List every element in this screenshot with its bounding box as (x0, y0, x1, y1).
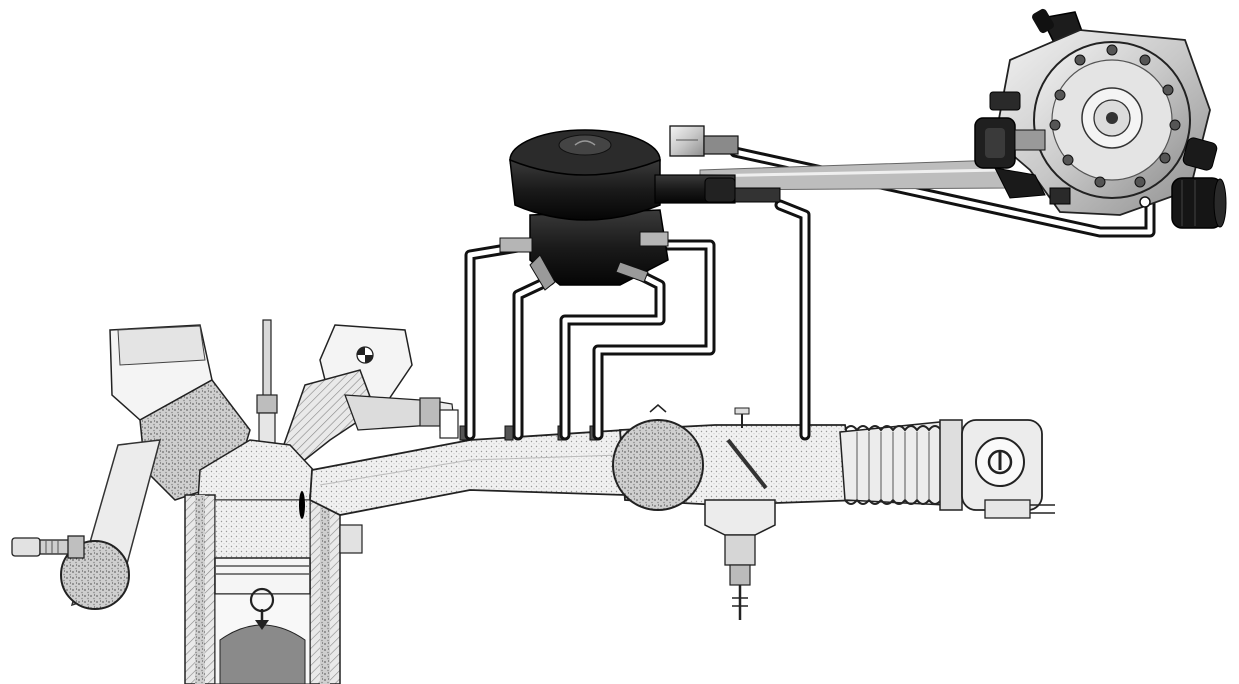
pipe-vacuum (774, 199, 811, 441)
coolant-hose-right (1171, 177, 1227, 229)
cylinder-wall-left (184, 494, 216, 684)
gas-injector-rail (499, 125, 781, 291)
gas-reducer-vaporizer (974, 8, 1227, 229)
cylinder-wall-right (309, 494, 363, 684)
piston (214, 499, 311, 684)
down-arrow-icon (249, 587, 275, 630)
air-filter-hose (839, 419, 1055, 519)
idle-valve-icon (704, 499, 776, 620)
air-sensor-icon (939, 419, 1055, 519)
fuel-injector-icon (344, 394, 456, 431)
bolt-icons (1049, 44, 1181, 188)
lambda-sensor-icon (11, 535, 85, 559)
pipe-2 (512, 274, 556, 441)
throttle-screw-icon (734, 407, 750, 428)
outlet-nozzle-icon (499, 231, 669, 291)
throttle-body (612, 404, 862, 620)
pressure-sensor-icon (669, 125, 739, 157)
engine-cylinder-head (11, 319, 456, 684)
throttle-plate (726, 438, 768, 490)
injection-point-marker (299, 491, 305, 519)
solenoid-valve-icon (974, 91, 1046, 199)
plenum-chamber (612, 419, 704, 511)
